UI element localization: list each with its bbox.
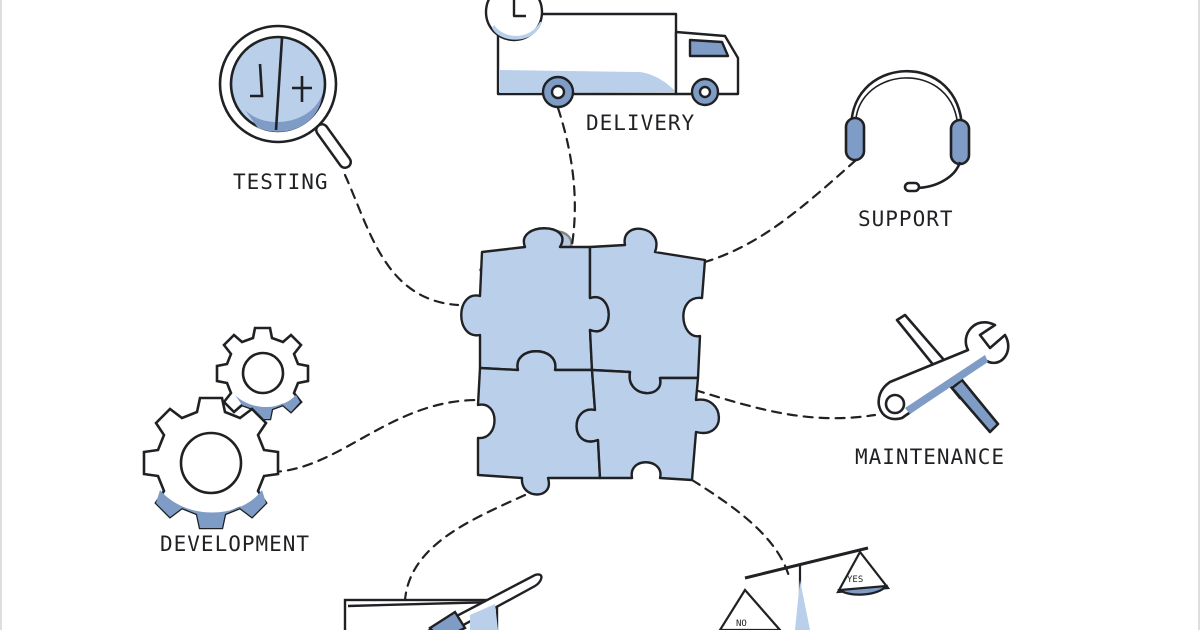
puzzle-icon — [460, 227, 720, 496]
scale-yes-label: YES — [847, 575, 863, 585]
connector-delivery — [556, 106, 576, 247]
connector-testing — [343, 173, 460, 307]
label-development: DEVELOPMENT — [160, 532, 311, 556]
connector-development — [270, 398, 480, 474]
label-delivery: DELIVERY — [586, 111, 696, 135]
label-support: SUPPORT — [858, 207, 954, 231]
label-maintenance: MAINTENANCE — [855, 445, 1006, 469]
connector-maintenance — [693, 388, 877, 420]
label-testing: TESTING — [233, 170, 329, 194]
wrench-screwdriver-icon — [877, 313, 1010, 434]
balance-scale-icon — [718, 546, 891, 630]
magnifying-glass-icon — [218, 24, 352, 169]
headset-icon — [844, 69, 971, 193]
puzzle-piece-top-left — [460, 227, 610, 372]
gears-icon — [142, 326, 310, 530]
large-gear-icon — [142, 396, 280, 530]
small-gear-icon — [215, 326, 310, 421]
connector-design — [403, 493, 527, 602]
paintbrush-icon — [343, 573, 543, 630]
puzzle-piece-bottom-right — [575, 368, 720, 482]
connector-support — [703, 158, 858, 264]
connector-decision — [690, 478, 792, 582]
truck-clock-icon — [484, 0, 740, 109]
scale-no-label: NO — [736, 619, 747, 629]
